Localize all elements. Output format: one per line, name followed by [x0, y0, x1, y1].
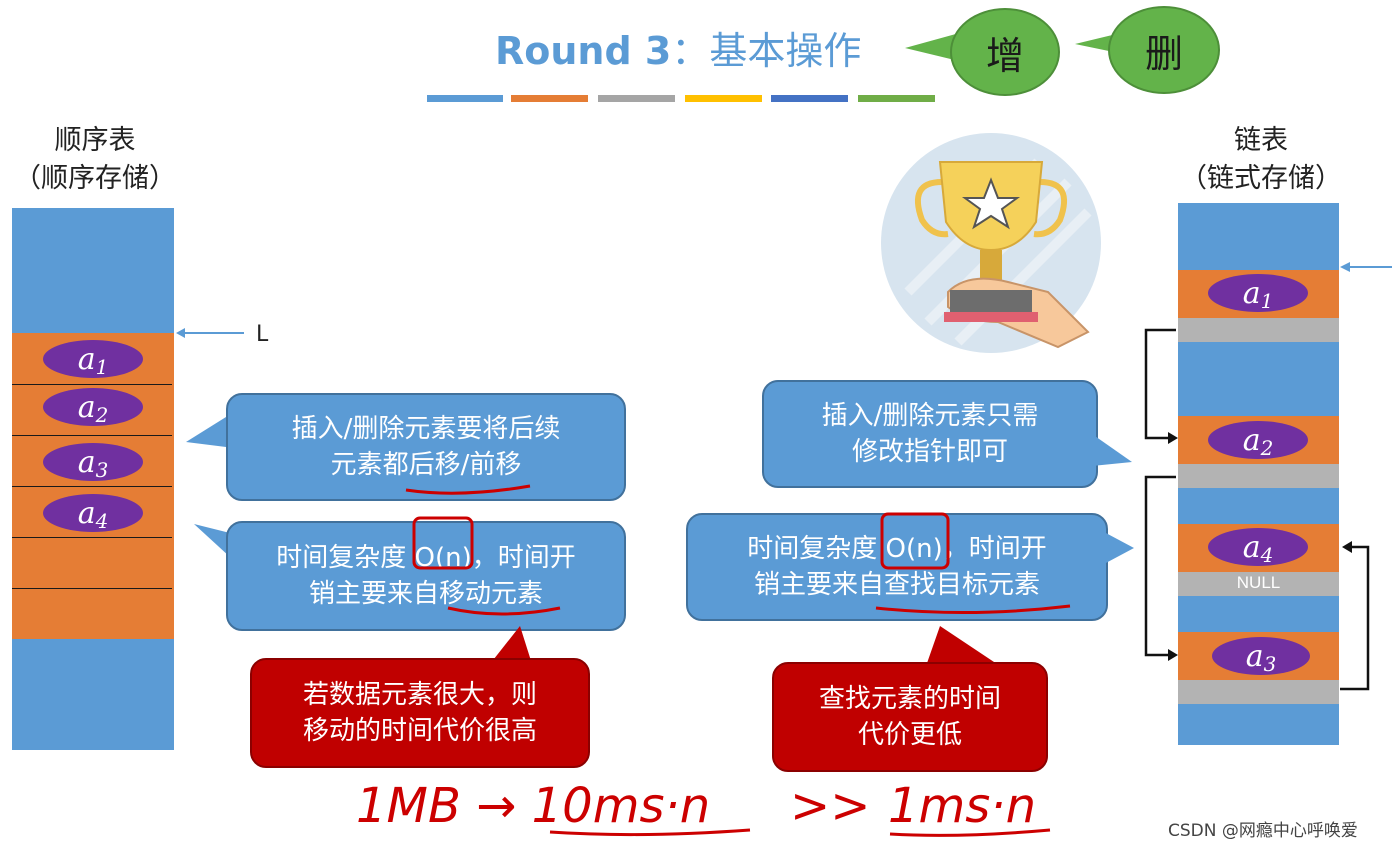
callout-line: 元素都后移/前移	[330, 450, 522, 480]
element-name: a	[1242, 422, 1261, 458]
left-callout-complexity: 时间复杂度 O(n)，时间开 销主要来自移动元素	[226, 521, 626, 631]
element-name: a	[77, 389, 96, 425]
seq-divider	[12, 588, 172, 589]
right-note-box: 查找元素的时间 代价更低	[772, 662, 1048, 772]
left-title-line1: 顺序表	[54, 125, 136, 156]
element-index: 4	[1260, 543, 1274, 567]
node-pointer-a1	[1178, 318, 1339, 342]
bubble-add: 增	[950, 8, 1060, 96]
element-name: a	[77, 495, 96, 531]
callout-line: 销主要来自移动元素	[308, 579, 543, 609]
node-pointer-a3	[1178, 680, 1339, 704]
warning-line: 移动的时间代价很高	[302, 716, 537, 746]
color-bar-4	[685, 95, 762, 102]
color-bar-2	[511, 95, 588, 102]
seq-memory-top	[12, 208, 174, 333]
watermark: CSDN @网瘾中心呼唤爱	[1168, 821, 1358, 841]
note-line: 代价更低	[857, 720, 962, 750]
element-name: a	[1242, 275, 1261, 311]
left-title-line2: （顺序存储）	[14, 163, 176, 194]
element-index: 1	[95, 355, 109, 379]
bubble-delete-text: 删	[1144, 31, 1183, 76]
node-pointer-a4	[1178, 572, 1339, 596]
seq-divider	[12, 537, 172, 538]
handwritten-marks-right	[875, 512, 1071, 615]
note-line: 查找元素的时间	[818, 684, 1001, 714]
seq-memory-bottom	[12, 639, 174, 750]
handwriting-compare: >>	[790, 778, 871, 834]
seq-divider	[12, 486, 172, 487]
callout-line: 修改指针即可	[851, 437, 1008, 467]
callout-line: 销主要来自查找目标元素	[753, 570, 1040, 600]
color-bar-5	[771, 95, 848, 102]
callout-line: 插入/删除元素只需	[821, 401, 1039, 431]
slide-title: Round 3：基本操作	[495, 20, 861, 75]
topic-label: 基本操作	[709, 29, 862, 73]
callout-line: 时间复杂度 O(n)，时间开	[747, 534, 1047, 564]
element-index: 3	[95, 458, 109, 482]
element-name: a	[77, 341, 96, 377]
element-name: a	[77, 444, 96, 480]
callout-tail	[490, 626, 532, 664]
link-arrows	[1144, 262, 1392, 691]
handwritten-marks-left	[405, 484, 561, 616]
element-index: 2	[95, 403, 109, 427]
callout-tail	[926, 626, 1000, 666]
handwriting-right: 1ms·n	[888, 778, 1036, 834]
node-pointer-a2	[1178, 464, 1339, 488]
element-name: a	[1245, 638, 1264, 674]
bubble-add-text: 增	[985, 33, 1024, 78]
element-index: 2	[1260, 436, 1274, 460]
element-index: 4	[95, 509, 109, 533]
title-colon: ：	[671, 29, 710, 73]
element-index: 1	[1260, 289, 1274, 313]
handwriting-underline	[549, 828, 1051, 837]
right-title-line1: 链表	[1234, 125, 1288, 156]
color-bar-3	[598, 95, 675, 102]
element-name: a	[1242, 529, 1261, 565]
null-label: NULL	[1236, 573, 1281, 592]
round-label: Round 3	[495, 29, 672, 73]
right-callout-insert-delete: 插入/删除元素只需 修改指针即可	[762, 380, 1098, 488]
callout-tail	[186, 412, 234, 448]
left-callout-insert-delete: 插入/删除元素要将后续 元素都后移/前移	[226, 393, 626, 501]
trophy-icon	[881, 133, 1101, 353]
pointer-label-L: L	[256, 322, 269, 347]
left-warning-box: 若数据元素很大，则 移动的时间代价很高	[250, 658, 590, 768]
callout-line: 插入/删除元素要将后续	[291, 414, 561, 444]
handwriting-left: 1MB → 10ms·n	[356, 778, 711, 834]
bubble-delete: 删	[1108, 6, 1220, 94]
callout-tail	[1092, 434, 1132, 466]
right-title: 链表 （链式存储）	[1166, 122, 1356, 198]
callout-tail	[1104, 532, 1134, 564]
element-index: 3	[1263, 652, 1277, 676]
seq-divider	[12, 435, 172, 436]
color-bar-6	[858, 95, 935, 102]
color-bar-1	[427, 95, 503, 102]
seq-divider	[12, 384, 172, 385]
left-title: 顺序表 （顺序存储）	[0, 122, 190, 198]
right-title-line2: （链式存储）	[1180, 163, 1342, 194]
bubble-tail-add	[905, 32, 963, 62]
pointer-arrow-icon	[176, 328, 244, 338]
warning-line: 若数据元素很大，则	[302, 680, 537, 710]
